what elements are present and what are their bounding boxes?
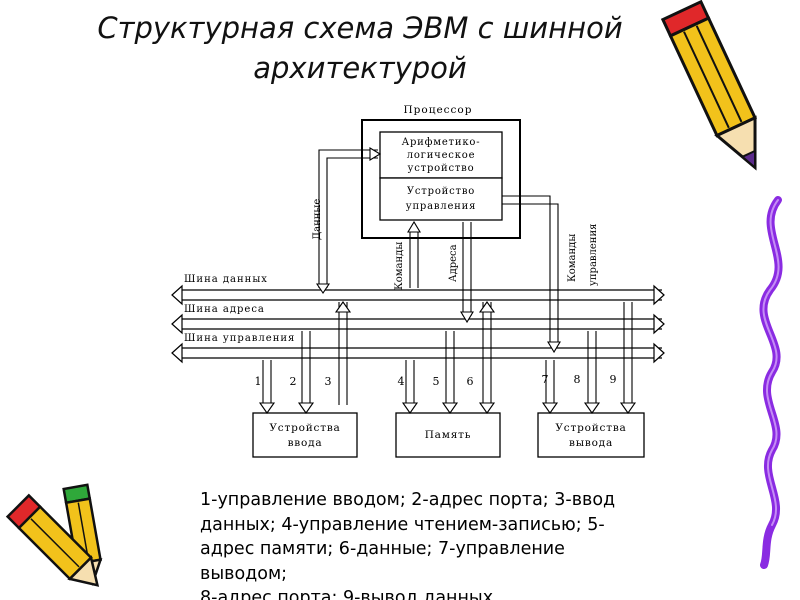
data-signal-label: Данные — [312, 199, 323, 240]
processor-label: Процессор — [404, 104, 473, 116]
control-commands-label-1: Команды — [567, 234, 578, 282]
alu-box — [379, 131, 503, 179]
caption-line-5: 8-адрес порта; 9-вывод данных — [200, 588, 494, 600]
output-devices-label-2: вывода — [569, 437, 613, 449]
data-bus — [171, 284, 665, 306]
device-link-2 — [297, 331, 315, 414]
caption-line-1: 1-управление вводом; 2-адрес порта; 3-вв… — [200, 490, 616, 510]
line-number-4: 4 — [398, 375, 405, 388]
data-link — [315, 147, 382, 294]
address-bus — [171, 313, 665, 335]
red-pencil-icon — [5, 493, 100, 587]
processor-box — [361, 119, 521, 239]
pencils-decoration — [5, 483, 103, 587]
control-unit-label-2: управления — [406, 201, 476, 212]
device-link-8 — [583, 331, 601, 414]
device-link-4 — [401, 360, 419, 414]
address-signal-label: Адреса — [448, 244, 459, 282]
alu-label-2: логическое — [407, 150, 476, 161]
line-number-2: 2 — [290, 375, 297, 388]
slide-title: Структурная схема ЭВМ с шинной архитекту… — [40, 8, 680, 88]
caption-line-4: выводом; — [200, 563, 288, 584]
address-link — [460, 222, 474, 324]
input-devices-label-1: Устройства — [269, 422, 340, 434]
line-number-3: 3 — [325, 375, 332, 388]
device-links — [258, 301, 637, 414]
pencil-ribbon-decoration — [660, 0, 783, 569]
line-number-9: 9 — [610, 373, 617, 386]
pencil-icon — [660, 0, 758, 171]
control-bus-label: Шина управления — [184, 333, 295, 344]
line-number-1: 1 — [255, 375, 262, 388]
control-bus — [171, 342, 665, 364]
control-commands-link — [502, 195, 561, 354]
line-number-6: 6 — [467, 375, 474, 388]
output-devices-box — [537, 412, 645, 458]
device-link-9 — [619, 302, 637, 414]
device-link-1 — [258, 360, 276, 414]
device-link-7 — [541, 360, 559, 414]
memory-box — [395, 412, 501, 458]
commands-link — [407, 220, 421, 288]
device-link-5 — [441, 331, 459, 414]
line-number-5: 5 — [433, 375, 440, 388]
output-devices-label-1: Устройства — [555, 422, 626, 434]
alu-label-1: Арифметико- — [402, 137, 481, 148]
data-bus-label: Шина данных — [184, 274, 268, 285]
control-commands-label-2: управления — [588, 224, 599, 286]
caption-line-3: адрес памяти; 6-данные; 7-управление — [200, 539, 565, 559]
memory-label: Память — [425, 429, 472, 441]
control-unit-label-1: Устройство — [407, 186, 475, 197]
title-line-2: архитектурой — [253, 51, 467, 85]
line-number-7: 7 — [542, 373, 549, 386]
device-link-6 — [478, 301, 496, 414]
line-number-8: 8 — [574, 373, 581, 386]
device-link-3 — [334, 301, 352, 405]
caption-line-2: данных; 4-управление чтением-записью; 5- — [200, 514, 605, 535]
input-devices-box — [252, 412, 358, 458]
commands-signal-label: Команды — [394, 242, 405, 290]
title-line-1: Структурная схема ЭВМ с шинной — [97, 11, 623, 45]
input-devices-label-2: ввода — [288, 437, 323, 449]
bus-architecture-diagram: Процессор Арифметико- логическое устройс… — [171, 104, 665, 458]
control-unit-box — [379, 177, 503, 221]
address-bus-label: Шина адреса — [184, 304, 265, 315]
legend-caption: 1-управление вводом; 2-адрес порта; 3-вв… — [200, 488, 700, 600]
alu-label-3: устройство — [408, 163, 475, 174]
